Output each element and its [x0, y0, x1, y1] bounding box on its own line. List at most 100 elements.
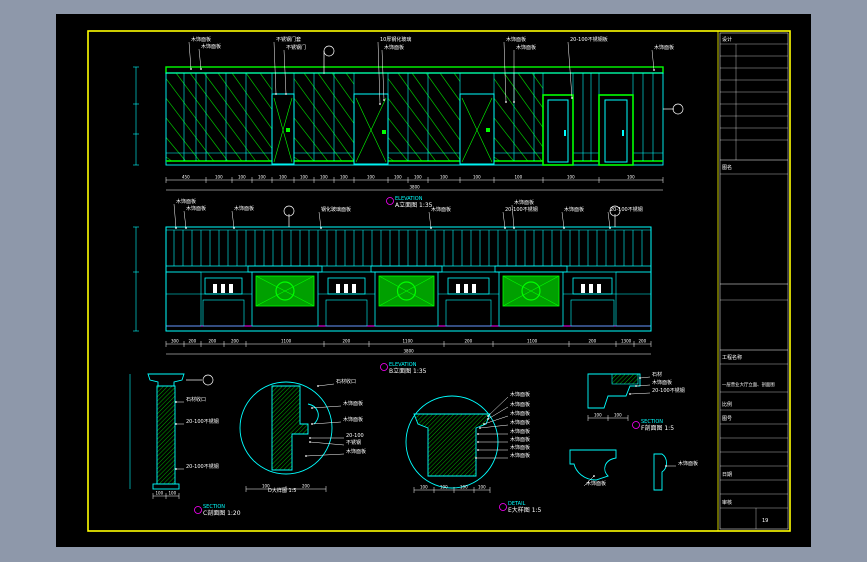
dimension-value: 1100	[403, 339, 414, 344]
door-2[interactable]	[353, 93, 389, 165]
glass-hatch-line	[189, 72, 256, 162]
callout-dot	[635, 385, 637, 387]
dimension-value: 100	[440, 175, 448, 180]
callout-dot	[639, 377, 641, 379]
niche-item	[352, 284, 356, 293]
callout-label: 木饰面板	[384, 44, 404, 51]
callout-label: 木饰面板	[510, 428, 530, 435]
callout-dot	[379, 103, 381, 105]
callout-label: 20-100	[346, 433, 364, 439]
callout-label: 20-100不锈钢	[652, 387, 685, 394]
tb-row8: 审核	[722, 499, 732, 506]
door-4-leaf	[547, 99, 569, 163]
callout-dot	[609, 227, 611, 229]
elev-a-ceiling-band	[165, 66, 664, 74]
door-3[interactable]	[459, 93, 495, 165]
dimension-value: 100	[515, 175, 523, 180]
dimension-value: 100	[594, 413, 602, 418]
callout-leader	[487, 406, 509, 420]
glass-hatch-line	[345, 72, 355, 85]
callout-leader	[183, 210, 187, 229]
callout-leader	[318, 211, 322, 229]
section-c-cap	[147, 373, 185, 387]
grid-bubble-a-circle	[323, 45, 335, 57]
callout-label: 20-100不锈钢	[610, 206, 643, 213]
section-c-title: SECTION C剖面图 1:20	[194, 504, 241, 517]
title-block	[717, 31, 789, 531]
callout-label: 木饰面板	[514, 199, 534, 206]
section-c-title-text: C剖面图 1:20	[203, 509, 241, 517]
callout-dot	[629, 393, 631, 395]
total-dimension-value: 3800	[410, 185, 421, 190]
section-f-dimensions: 100 100	[587, 413, 629, 421]
display-niche	[572, 277, 613, 295]
detail-e-profile	[413, 413, 491, 477]
tb-row5: 比例	[722, 401, 732, 408]
callout-label: 木饰面板	[510, 419, 530, 426]
glass-hatch-line	[317, 72, 355, 124]
section-f-title-text: F剖面图 1:5	[641, 424, 674, 432]
glass-hatch-line	[493, 97, 542, 162]
grid-bubble-c	[186, 374, 214, 386]
callout-leader	[503, 41, 507, 103]
callout-dot	[285, 93, 287, 95]
elev-b-title-marker	[380, 363, 388, 371]
counter-top	[494, 265, 568, 273]
glass-hatch-line	[217, 72, 273, 149]
callout-leader	[309, 441, 345, 446]
glass-hatch-line	[493, 117, 528, 162]
elev-b-counters	[165, 265, 652, 327]
glass-hatch-line	[165, 97, 214, 162]
door-5[interactable]	[598, 94, 634, 166]
niche-item	[589, 284, 593, 293]
grid-bubble-b-circle	[609, 205, 621, 217]
callout-label: 木饰面板	[176, 198, 196, 205]
callout-label: 20-100不锈钢板	[570, 36, 608, 43]
callout-label: 木饰面板	[346, 448, 366, 455]
drawing-sheet: 设计 图名 工程名称 一层营业大厅立面、剖面图 比例 图号 日期 审核 19	[56, 14, 811, 547]
callout-leader	[502, 211, 506, 229]
callout-leader	[483, 415, 509, 425]
dimension-value: 100	[169, 491, 177, 496]
glass-hatch-line	[503, 72, 544, 128]
dimension-value: 100	[156, 491, 164, 496]
door-1[interactable]	[271, 93, 295, 165]
section-c-title-marker	[194, 506, 202, 514]
callout-dot	[311, 407, 313, 409]
ornament-lines	[378, 275, 435, 307]
base-panel	[325, 299, 368, 327]
callout-label: 木饰面板	[510, 401, 530, 408]
elev-a-title-en: ELEVATION	[395, 196, 423, 202]
callout-dot	[563, 227, 565, 229]
callout-leader	[639, 376, 651, 379]
glass-hatch-line	[293, 117, 328, 162]
tb-row7: 日期	[722, 472, 732, 478]
display-niche	[204, 277, 243, 295]
dimension-value: 100	[460, 485, 468, 490]
callout-leader	[511, 204, 515, 229]
callout-dot	[513, 227, 515, 229]
dimension-value: 100	[394, 175, 402, 180]
callout-dot	[653, 69, 655, 71]
elev-a-title-marker	[386, 197, 394, 205]
dimension-value: 100	[473, 175, 481, 180]
callout-leader	[561, 211, 565, 229]
glass-hatch-line	[387, 137, 408, 162]
callout-label: 不锈钢	[346, 439, 361, 446]
tb-row3: 工程名称	[722, 354, 742, 361]
callout-leader	[173, 203, 177, 229]
callout-leader	[607, 211, 611, 229]
title-block-grid-upper	[720, 43, 788, 529]
dimension-value: 450	[182, 175, 190, 180]
niche-item	[581, 284, 585, 293]
callout-leader	[583, 475, 595, 487]
callout-label: 20-100不锈钢	[505, 206, 538, 213]
callout-dot	[175, 468, 177, 470]
niche-item	[597, 284, 601, 293]
dimension-value: 200	[189, 339, 197, 344]
dimension-value: 100	[614, 413, 622, 418]
door-4[interactable]	[542, 94, 574, 166]
